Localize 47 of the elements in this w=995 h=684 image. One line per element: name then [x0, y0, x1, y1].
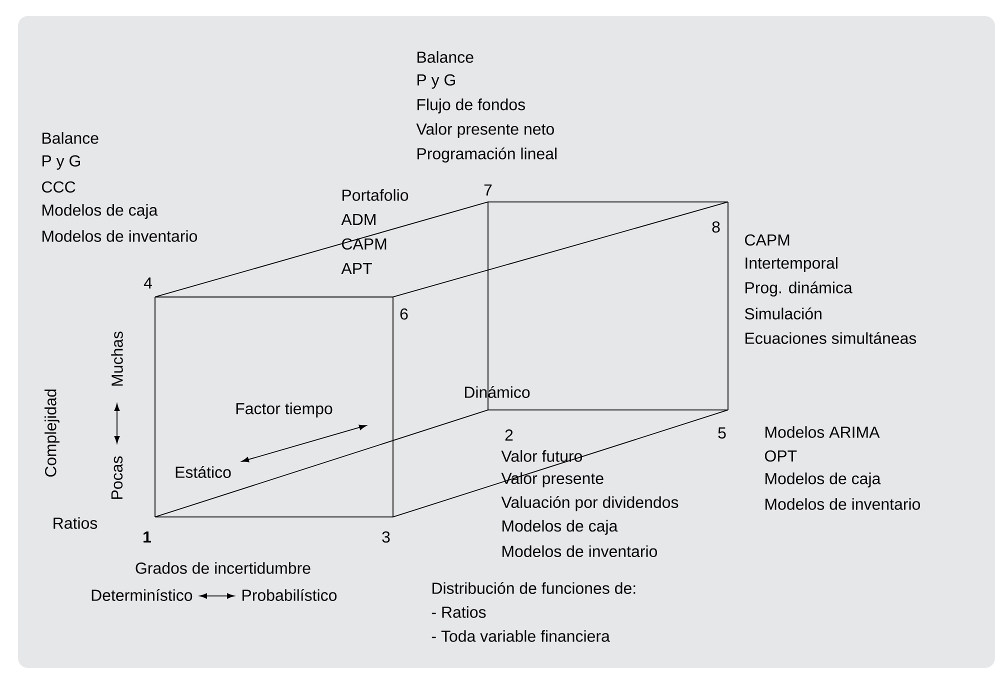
- list-item: Valuación por dividendos: [501, 496, 678, 512]
- list-item: Modelos de inventario: [766, 498, 920, 510]
- list-item: - Ratios: [432, 606, 486, 618]
- list-item: Intertemporal: [746, 257, 838, 272]
- axis-label: Factor tiempo: [236, 402, 332, 418]
- list-item: Portafolio: [342, 189, 408, 201]
- list-item: Valor presente neto: [416, 123, 554, 138]
- list-item: CAPM: [342, 238, 386, 250]
- axis-label: Probabilístico: [242, 589, 337, 601]
- list-item: Modelos de inventario: [502, 545, 658, 558]
- list-item: Modelos ARIMA: [766, 426, 880, 438]
- corner-number: 3: [382, 531, 390, 543]
- corner-number: 8: [712, 221, 720, 233]
- list-item: Valor futuro: [501, 450, 582, 462]
- corner-number: 6: [400, 308, 408, 320]
- corner-number: 1: [144, 531, 152, 542]
- axis-label: Estático: [176, 466, 231, 478]
- corner-number: 7: [484, 184, 492, 196]
- list-item: Balance: [42, 132, 98, 144]
- list-item: Distribución de funciones de:: [432, 582, 636, 594]
- axis-label: Determinístico: [92, 589, 192, 601]
- list-item: P y G: [418, 74, 455, 89]
- corner-number: 2: [505, 429, 513, 441]
- list-item: CAPM: [745, 234, 790, 246]
- list-item: Ratios: [54, 517, 98, 529]
- axis-label: Pocas: [111, 456, 123, 499]
- list-item: Prog. dinámica: [746, 281, 852, 297]
- list-item: Ecuaciones simultáneas: [746, 332, 916, 344]
- list-item: - Toda variable financiera: [432, 630, 610, 642]
- list-item: Flujo de fondos: [418, 98, 525, 114]
- axis-label: Muchas: [111, 332, 123, 386]
- list-item: P y G: [42, 155, 80, 170]
- axis-label: Complejidad: [44, 390, 60, 477]
- corner-number: 4: [144, 277, 152, 288]
- list-item: Programación lineal: [418, 147, 556, 163]
- list-item: APT: [341, 262, 372, 274]
- list-item: Modelos de caja: [502, 520, 618, 535]
- list-item: ADM: [341, 214, 376, 225]
- list-item: Modelos de caja: [766, 472, 881, 488]
- list-item: Modelos de caja: [42, 204, 158, 219]
- list-item: Balance: [418, 51, 474, 63]
- corner-number: 5: [718, 427, 726, 439]
- list-item: CCC: [42, 181, 76, 193]
- list-item: Simulación: [744, 308, 822, 320]
- axis-label: Grados de incertidumbre: [136, 562, 310, 574]
- list-item: Modelos de inventario: [42, 230, 198, 242]
- list-item: OPT: [764, 450, 797, 462]
